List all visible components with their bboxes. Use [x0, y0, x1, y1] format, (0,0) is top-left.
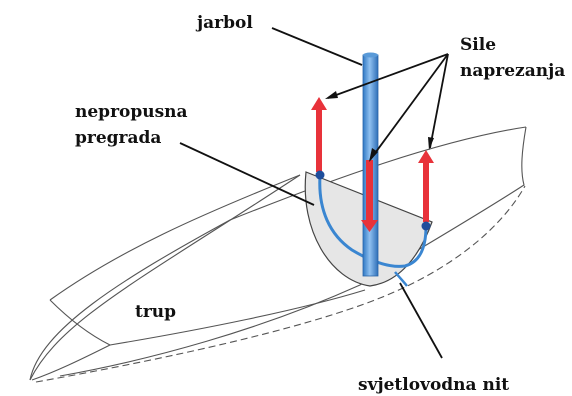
hull-keel-line: [109, 289, 366, 346]
forces-label-line2: naprezanja: [460, 61, 565, 81]
force-arrow-center: [361, 160, 378, 232]
fiber-leader: [399, 282, 443, 359]
forces-leader-right: [429, 53, 449, 149]
forces-label-line1: Sile: [460, 35, 496, 55]
bulkhead-leader: [179, 142, 315, 206]
hull-inner-line: [31, 299, 112, 381]
force-arrows: [311, 97, 434, 232]
mast-top: [363, 52, 378, 58]
leader-lines: [179, 27, 449, 359]
hull-bow-line: [49, 174, 301, 301]
bulkhead-label-line1: nepropusna: [75, 102, 188, 122]
optical-fiber-tail: [394, 271, 408, 287]
forces-arrowheads: [325, 91, 434, 162]
sensor-right: [421, 221, 431, 231]
force-arrow-right: [418, 150, 434, 222]
sensor-left: [315, 170, 325, 180]
mast-leader: [271, 27, 363, 66]
forces-leader-center: [369, 53, 449, 161]
force-arrow-left: [311, 97, 327, 172]
forces-leader-left: [327, 53, 449, 99]
hull-waterline: [35, 185, 526, 383]
fiber-label: svjetlovodna nit: [358, 375, 509, 395]
hull-label: trup: [135, 302, 176, 322]
mast-label: jarbol: [195, 13, 253, 33]
bulkhead-label-line2: pregrada: [75, 128, 161, 148]
hull: [29, 126, 527, 383]
hull-deck-edge: [29, 174, 301, 381]
